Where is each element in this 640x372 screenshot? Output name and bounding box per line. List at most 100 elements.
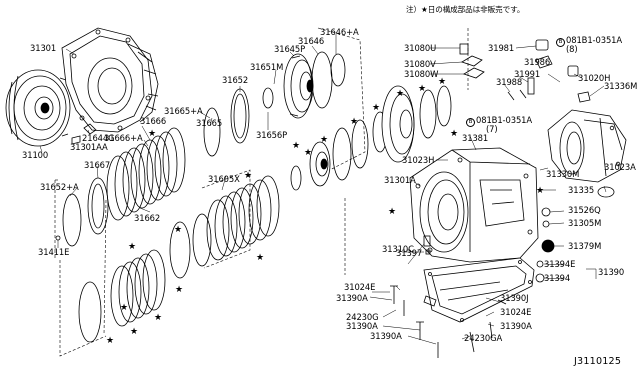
torque-converter [5,69,71,147]
svg-text:★: ★ [292,141,300,151]
svg-text:★: ★ [244,171,252,181]
label-31665a: 31665+A [164,106,203,116]
label-31394: 31394 [544,273,571,283]
label-31651m: 31651M [250,62,284,72]
label-31646a: 31646+A [320,27,359,37]
label-31390a-4: 31390A [500,321,532,331]
bolt-31020h [567,65,579,77]
plate-31667 [87,177,109,235]
extension-housing [547,109,627,183]
label-31411e: 31411E [38,247,70,257]
transmission-case [409,147,539,263]
bracket-21644g [83,123,97,135]
label-31991: 31991 [514,69,541,79]
label-31305m: 31305M [568,218,602,228]
label-31652a: 31652+A [40,182,79,192]
clutch-plates-31666 [106,127,186,221]
svg-text:★: ★ [304,148,312,158]
label-24230ga: 24230GA [464,333,503,343]
svg-text:★: ★ [396,89,404,99]
diagram-code: J3110125 [574,356,622,367]
ring-gear-large [381,85,452,163]
ring-lower-mid-2 [192,213,212,267]
label-31662: 31662 [134,213,161,223]
spring-31411e [55,235,61,241]
clutch-pack-31605x [206,175,280,261]
label-qty-7: (7) [486,124,498,134]
label-31330m: 31330M [546,169,580,179]
label-31526q: 31526Q [568,205,601,215]
label-21644g: 21644G [82,133,115,143]
tube-31310c [423,235,431,247]
label-qty-8: (8) [566,44,578,54]
converter-housing [61,27,159,133]
seal-31023a [597,186,615,198]
svg-text:★: ★ [418,84,426,94]
svg-text:★: ★ [128,242,136,252]
label-31667: 31667 [84,160,111,170]
label-31390a-3: 31390A [370,331,402,341]
clutch-pack-lower-left [78,249,166,343]
sensor-31080 [459,43,485,79]
gasket-31379m [541,239,555,253]
rings-31665 [203,87,274,157]
label-31301: 31301 [30,43,57,53]
svg-text:★: ★ [256,253,264,263]
ring-31646a [330,53,346,87]
label-31080u: 31080U [404,43,437,53]
bracket-31336m [577,91,591,103]
svg-text:★: ★ [536,186,544,196]
label-31645p: 31645P [274,44,306,54]
circle-b-icon: B [556,38,565,47]
svg-text:★: ★ [154,313,162,323]
label-31020h: 31020H [578,73,611,83]
svg-text:★: ★ [130,327,138,337]
svg-text:★: ★ [438,77,446,87]
label-31390a-1: 31390A [336,293,368,303]
label-31394e: 31394E [544,259,576,269]
label-24230g: 24230G [346,312,379,322]
bolt-31301aa [71,135,81,145]
label-31024e-right: 31024E [500,307,532,317]
oil-pan [423,257,535,323]
svg-text:★: ★ [106,336,114,346]
svg-text:★: ★ [120,303,128,313]
label-31652: 31652 [222,75,249,85]
label-31381: 31381 [462,133,489,143]
label-31335: 31335 [568,185,595,195]
non-sale-note: 注）★日の構成部品は非販売です。 [406,5,525,14]
label-31397: 31397 [396,248,423,258]
label-31605x: 31605X [208,174,240,184]
label-31301aa: 31301AA [70,142,108,152]
ring-lower-mid [169,221,191,279]
part-number-text: 081B1-0351A [566,35,623,45]
svg-text:★: ★ [148,129,156,139]
ring-31646 [311,51,333,109]
label-31379m: 31379M [568,241,602,251]
snap-ring-31652a [62,193,82,247]
svg-text:★: ★ [175,285,183,295]
tube-31397 [425,249,431,255]
plug-31394e [536,260,544,268]
svg-text:★: ★ [388,207,396,217]
label-31988: 31988 [496,77,523,87]
label-31390: 31390 [598,267,625,277]
label-31656p: 31656P [256,130,288,140]
washer-31305m [542,220,550,228]
label-31665: 31665 [196,118,223,128]
washer-31394 [535,273,545,283]
non-sale-markers: ★ ★ ★ ★ ★ ★ ★ ★ ★ ★ ★ ★ ★ ★ ★ ★ ★ ★ ★ ★ … [106,77,544,346]
svg-text:★: ★ [450,129,458,139]
label-31646: 31646 [298,36,325,46]
circle-b-icon: B [466,118,475,127]
label-31986: 31986 [524,57,551,67]
svg-text:★: ★ [372,103,380,113]
label-31336m: 31336M [604,81,638,91]
label-31024e-left: 31024E [344,282,376,292]
label-31390j: 31390J [500,293,529,303]
label-31023h: 31023H [402,155,435,165]
label-31981: 31981 [488,43,515,53]
